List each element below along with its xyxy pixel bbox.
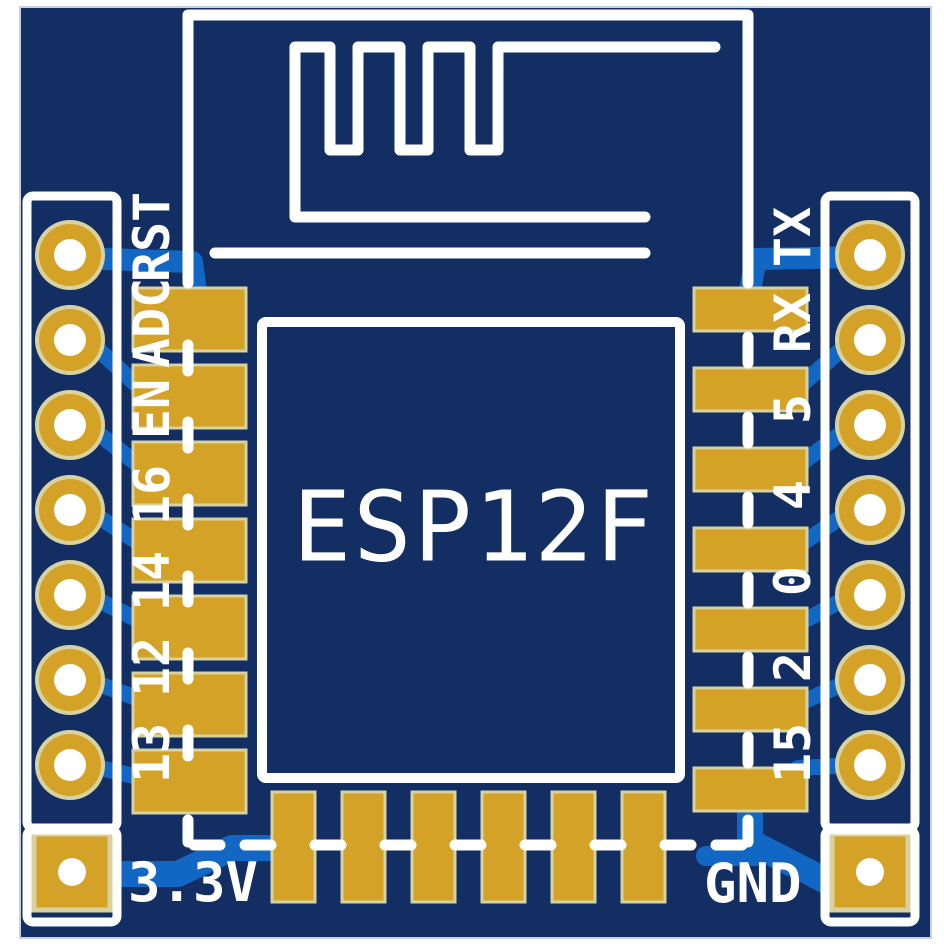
hole-pad-drill-left-en [54,409,86,441]
smd-pad-15 [692,766,809,813]
right-power-outline [820,825,920,927]
hole-pad-drill-left-adc [54,324,86,356]
pin-label-rx: RX [764,293,822,353]
hole-pad-drill-left-rst [54,239,86,271]
pin-label-16: 16 [123,465,181,525]
pin-label-adc: ADC [123,278,181,368]
pin-label-en: EN [123,379,181,439]
hole-pad-drill-left-16 [54,494,86,526]
pin-label-tx: TX [764,207,822,267]
hole-pad-drill-left-12 [54,664,86,696]
silkscreen-layer [22,9,920,927]
antenna-meander-trace [289,41,721,223]
module-label: ESP12F [293,471,655,584]
smd-pad-bottom-6 [620,790,667,904]
left-power-outline [22,825,122,927]
smd-pad-0 [692,606,809,653]
hole-pad-drill-right-15 [854,749,886,781]
smd-pad-2 [692,686,809,733]
hole-pad-drill-right-tx [854,239,886,271]
smd-pad-5 [692,446,809,493]
pin-label-5: 5 [764,394,822,424]
power-pad-gnd [829,831,911,913]
silkscreen-text: ESP12F RST ADC EN 16 14 12 13 TX RX 5 4 … [123,192,822,915]
pin-label-14: 14 [123,551,181,611]
smd-pad-tx [692,286,809,333]
hole-pad-drill-right-0 [854,579,886,611]
smd-pad-4 [692,526,809,573]
power-pad-3v3-hole [58,858,86,886]
pin-label-15: 15 [764,723,822,783]
hole-pad-drill-right-5 [854,409,886,441]
pin-label-4: 4 [764,480,822,510]
smd-pad-rx [692,366,809,413]
pin-label-2: 2 [764,652,822,682]
hole-pad-drill-right-4 [854,494,886,526]
power-pad-gnd-hole [856,858,884,886]
power-pad-3v3 [31,831,113,913]
smd-pad-bottom-5 [550,790,597,904]
smd-pad-bottom-3 [410,790,457,904]
pin-label-rst: RST [123,192,181,282]
pin-label-12: 12 [123,637,181,697]
smd-pad-bottom-2 [340,790,387,904]
pin-label-13: 13 [123,723,181,783]
smd-pad-bottom-1 [270,790,317,904]
silk-dashed-outline [182,331,754,851]
hole-pad-drill-right-rx [854,324,886,356]
hole-pad-drill-right-2 [854,664,886,696]
hole-pad-drill-left-14 [54,579,86,611]
smd-pad-bottom-4 [480,790,527,904]
power-label-3v3: 3.3V [128,851,258,914]
module-shield-outline [257,317,685,783]
pin-label-0: 0 [764,566,822,596]
hole-pad-drill-left-13 [54,749,86,781]
through-hole-pads [35,220,905,800]
power-label-gnd: GND [704,852,802,915]
esp-module-outline [182,9,754,289]
